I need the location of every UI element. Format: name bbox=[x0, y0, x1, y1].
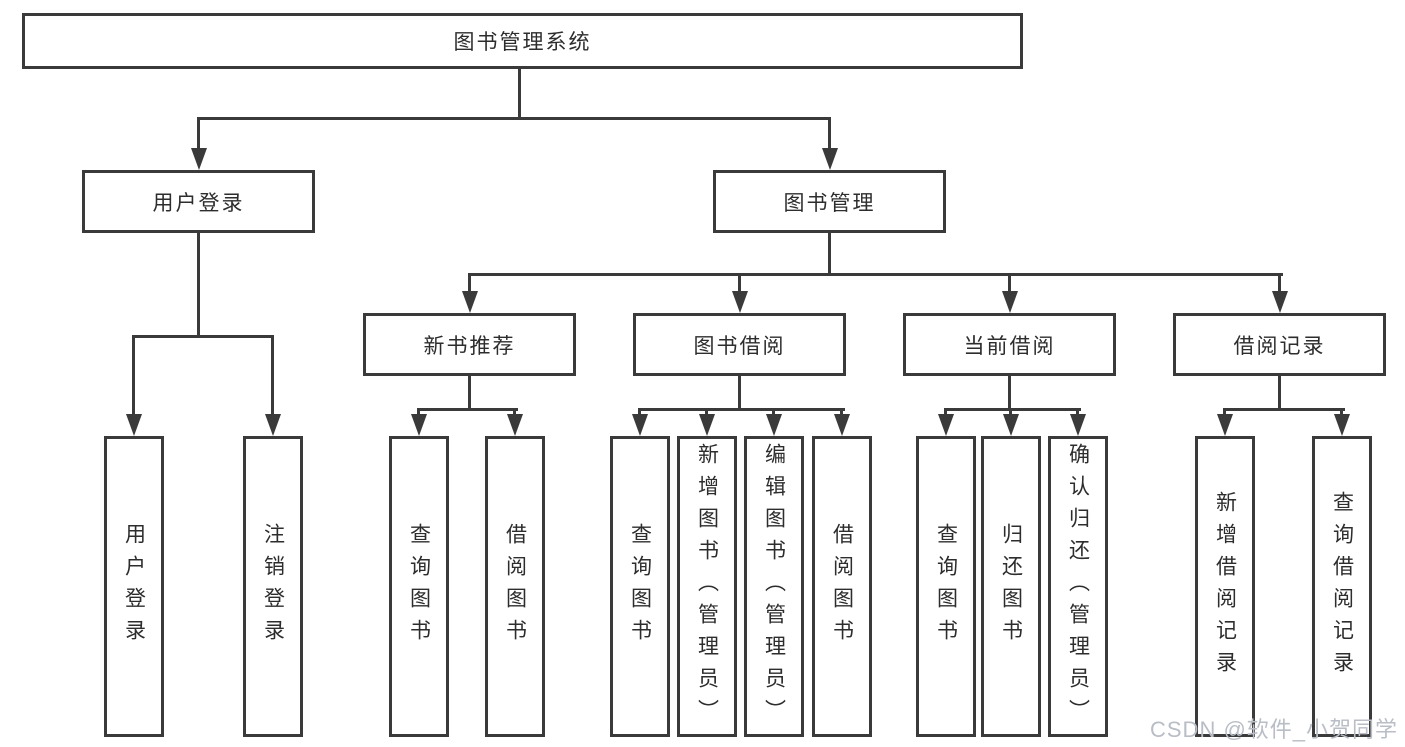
arrowhead-down-icon bbox=[822, 148, 838, 170]
connector-drop bbox=[468, 273, 471, 291]
connector-drop bbox=[1278, 273, 1281, 291]
node-new-book-recommend-label: 新书推荐 bbox=[423, 334, 516, 358]
connector-drop bbox=[271, 335, 274, 414]
connector-level3-bar bbox=[468, 273, 1283, 276]
leaf-query-books-3: 查询图书 bbox=[916, 436, 976, 737]
node-root-label: 图书管理系统 bbox=[453, 31, 592, 54]
node-book-management: 图书管理 bbox=[713, 170, 946, 233]
connector-leaf-bar bbox=[638, 408, 845, 411]
leaf-edit-books-admin: 编辑图书（管理员） bbox=[744, 436, 804, 737]
connector-login-bar bbox=[132, 335, 274, 338]
connector-drop bbox=[772, 408, 775, 414]
connector-drop bbox=[944, 408, 947, 414]
connector-leaf-bar bbox=[417, 408, 518, 411]
arrowhead-down-icon bbox=[732, 291, 748, 313]
arrowhead-down-icon bbox=[462, 291, 478, 313]
node-borrow-records-label: 借阅记录 bbox=[1233, 334, 1326, 358]
arrowhead-down-icon bbox=[699, 414, 715, 436]
connector-leaf-bar bbox=[944, 408, 1081, 411]
arrowhead-down-icon bbox=[1003, 414, 1019, 436]
connector-drop bbox=[417, 408, 420, 414]
node-current-borrow-label: 当前借阅 bbox=[963, 334, 1056, 358]
arrowhead-down-icon bbox=[632, 414, 648, 436]
arrowhead-down-icon bbox=[265, 414, 281, 436]
arrowhead-down-icon bbox=[1070, 414, 1086, 436]
connector-level2-bar bbox=[197, 117, 831, 120]
connector-drop bbox=[513, 408, 516, 414]
connector-drop bbox=[828, 117, 831, 148]
node-borrow-records: 借阅记录 bbox=[1173, 313, 1386, 376]
connector-drop bbox=[1009, 408, 1012, 414]
connector-leaf-bar bbox=[1223, 408, 1345, 411]
node-user-login-label: 用户登录 bbox=[152, 191, 245, 215]
connector-drop bbox=[840, 408, 843, 414]
connector-section-stem bbox=[738, 376, 741, 408]
node-root: 图书管理系统 bbox=[22, 13, 1023, 69]
leaf-borrow-books-2: 借阅图书 bbox=[812, 436, 872, 737]
arrowhead-down-icon bbox=[1272, 291, 1288, 313]
arrowhead-down-icon bbox=[507, 414, 523, 436]
connector-mgmt-stem bbox=[828, 233, 831, 273]
arrowhead-down-icon bbox=[411, 414, 427, 436]
connector-drop bbox=[197, 117, 200, 148]
leaf-query-borrow-record: 查询借阅记录 bbox=[1312, 436, 1372, 737]
connector-drop bbox=[1008, 273, 1011, 291]
connector-drop bbox=[1340, 408, 1343, 414]
arrowhead-down-icon bbox=[1002, 291, 1018, 313]
leaf-query-books-1: 查询图书 bbox=[389, 436, 449, 737]
connector-root-stem bbox=[518, 69, 521, 117]
connector-drop bbox=[1076, 408, 1079, 414]
arrowhead-down-icon bbox=[1334, 414, 1350, 436]
connector-section-stem bbox=[1278, 376, 1281, 408]
connector-section-stem bbox=[1008, 376, 1011, 408]
leaf-add-borrow-record: 新增借阅记录 bbox=[1195, 436, 1255, 737]
node-book-borrow: 图书借阅 bbox=[633, 313, 846, 376]
leaf-logout: 注销登录 bbox=[243, 436, 303, 737]
arrowhead-down-icon bbox=[834, 414, 850, 436]
leaf-confirm-return-admin: 确认归还（管理员） bbox=[1048, 436, 1108, 737]
connector-drop bbox=[132, 335, 135, 414]
leaf-borrow-books-1: 借阅图书 bbox=[485, 436, 545, 737]
leaf-return-books: 归还图书 bbox=[981, 436, 1041, 737]
arrowhead-down-icon bbox=[126, 414, 142, 436]
node-current-borrow: 当前借阅 bbox=[903, 313, 1116, 376]
node-new-book-recommend: 新书推荐 bbox=[363, 313, 576, 376]
arrowhead-down-icon bbox=[938, 414, 954, 436]
connector-drop bbox=[1223, 408, 1226, 414]
connector-drop bbox=[738, 273, 741, 291]
connector-login-stem bbox=[197, 233, 200, 335]
leaf-user-login: 用户登录 bbox=[104, 436, 164, 737]
leaf-add-books-admin: 新增图书（管理员） bbox=[677, 436, 737, 737]
node-user-login: 用户登录 bbox=[82, 170, 315, 233]
arrowhead-down-icon bbox=[191, 148, 207, 170]
arrowhead-down-icon bbox=[1217, 414, 1233, 436]
leaf-query-books-2: 查询图书 bbox=[610, 436, 670, 737]
connector-section-stem bbox=[468, 376, 471, 408]
arrowhead-down-icon bbox=[766, 414, 782, 436]
node-book-borrow-label: 图书借阅 bbox=[693, 334, 786, 358]
connector-drop bbox=[705, 408, 708, 414]
node-book-management-label: 图书管理 bbox=[783, 191, 876, 215]
csdn-watermark: CSDN @软件_小贺同学 bbox=[1150, 717, 1399, 742]
connector-drop bbox=[638, 408, 641, 414]
